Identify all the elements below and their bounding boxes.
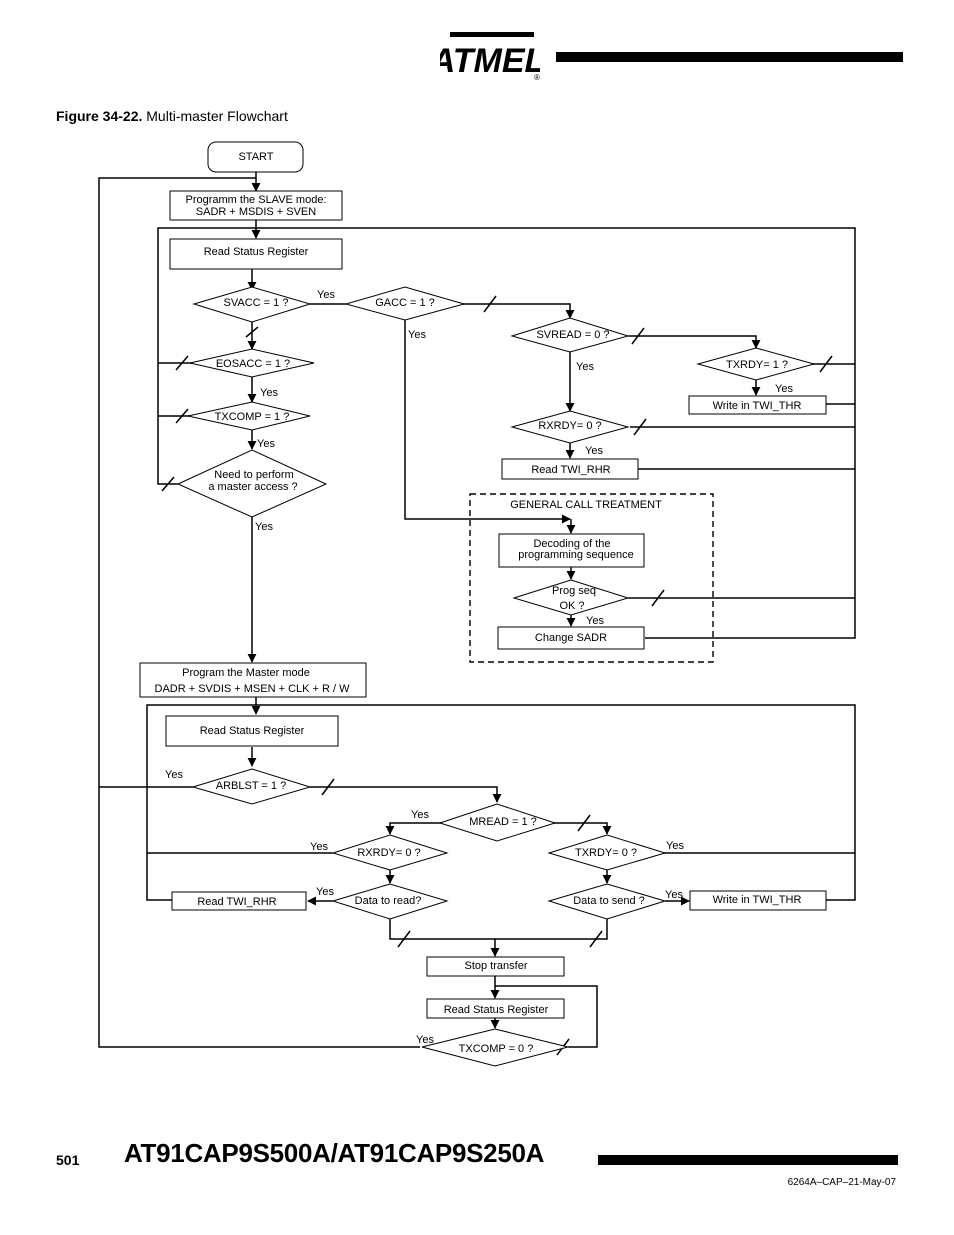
general-call-label: GENERAL CALL TREATMENT — [510, 499, 662, 511]
prog-seq-label-1: Prog seq — [552, 585, 596, 597]
rxrdy-master-label: RXRDY= 0 ? — [357, 847, 420, 859]
data-send-label: Data to send ? — [573, 895, 645, 907]
read-status-label-1: Read Status Register — [204, 246, 309, 258]
atmel-logo: ATMEL ® — [440, 32, 540, 82]
eosacc-decision — [189, 348, 315, 378]
yes-label-need-master: Yes — [255, 521, 273, 533]
data-read-label: Data to read? — [355, 895, 422, 907]
write-thr-label-2: Write in TWI_THR — [713, 894, 802, 906]
program-master-box — [139, 662, 367, 698]
yes-label-svacc: Yes — [317, 289, 335, 301]
read-status-box-1 — [169, 238, 343, 270]
footer-rule — [598, 1155, 898, 1165]
read-status-box-3 — [426, 998, 565, 1019]
read-rhr-box-1 — [501, 458, 639, 480]
yes-label-arblst: Yes — [165, 769, 183, 781]
svread-decision — [510, 317, 630, 353]
decoding-label-1: Decoding of the — [533, 538, 610, 550]
txcomp-label-2: TXCOMP = 0 ? — [459, 1043, 534, 1055]
program-master-label-1: Program the Master mode — [182, 667, 310, 679]
yes-label-eosacc: Yes — [260, 387, 278, 399]
txrdy-master-decision — [547, 834, 667, 871]
figure-caption: Figure 34-22. Multi-master Flowchart — [56, 108, 288, 124]
page-number: 501 — [56, 1152, 80, 1168]
read-status-label-3: Read Status Register — [444, 1004, 549, 1016]
txcomp-decision-1 — [187, 401, 311, 431]
gacc-label: GACC = 1 ? — [375, 297, 435, 309]
mread-decision — [438, 803, 557, 842]
start-terminator — [207, 141, 304, 173]
document-title: AT91CAP9S500A/AT91CAP9S250A — [124, 1138, 545, 1168]
svread-label: SVREAD = 0 ? — [536, 329, 609, 341]
svg-text:ATMEL: ATMEL — [440, 42, 540, 80]
read-rhr-label-1: Read TWI_RHR — [531, 464, 610, 476]
yes-label-prog-seq: Yes — [586, 615, 604, 627]
read-rhr-box-2 — [171, 891, 307, 911]
yes-label-txrdy-master: Yes — [666, 840, 684, 852]
decoding-box — [498, 533, 645, 568]
stop-transfer-box — [426, 956, 565, 977]
program-slave-label-2: SADR + MSDIS + SVEN — [196, 206, 316, 218]
txrdy-master-label: TXRDY= 0 ? — [575, 847, 637, 859]
yes-label-mread: Yes — [411, 809, 429, 821]
general-call-frame — [469, 493, 714, 663]
figure-title: Multi-master Flowchart — [146, 108, 288, 124]
yes-label-txcomp-2: Yes — [416, 1034, 434, 1046]
program-master-label-2: DADR + SVDIS + MSEN + CLK + R / W — [155, 683, 351, 695]
read-rhr-label-2: Read TWI_RHR — [197, 896, 276, 908]
need-master-label-1: Need to perform — [214, 469, 293, 481]
program-slave-label-1: Programm the SLAVE mode: — [185, 194, 326, 206]
data-send-decision — [547, 883, 667, 920]
txcomp-decision-2 — [421, 1028, 569, 1067]
data-read-decision — [331, 883, 449, 920]
read-status-box-2 — [165, 715, 339, 747]
arblst-decision — [191, 768, 312, 805]
read-status-label-2: Read Status Register — [200, 725, 305, 737]
yes-label-data-send: Yes — [665, 889, 683, 901]
svg-text:®: ® — [534, 73, 540, 82]
start-label: START — [238, 151, 273, 163]
decoding-label-2: programming sequence — [518, 549, 634, 561]
txrdy-slave-label: TXRDY= 1 ? — [726, 359, 788, 371]
prog-seq-label-2: OK ? — [559, 600, 584, 612]
arblst-label: ARBLST = 1 ? — [216, 780, 286, 792]
yes-label-rxrdy-master: Yes — [310, 841, 328, 853]
write-thr-box-1 — [688, 395, 827, 415]
change-sadr-box — [497, 626, 645, 650]
mread-label: MREAD = 1 ? — [469, 816, 537, 828]
yes-label-gacc: Yes — [408, 329, 426, 341]
rxrdy-slave-label: RXRDY= 0 ? — [538, 420, 601, 432]
txcomp-label-1: TXCOMP = 1 ? — [215, 411, 290, 423]
write-thr-label-1: Write in TWI_THR — [713, 400, 802, 412]
change-sadr-label: Change SADR — [535, 632, 607, 644]
program-slave-box — [169, 190, 343, 221]
rxrdy-master-decision — [331, 834, 449, 871]
yes-label-txcomp-1: Yes — [257, 438, 275, 450]
svacc-label: SVACC = 1 ? — [224, 297, 289, 309]
eosacc-label: EOSACC = 1 ? — [216, 358, 290, 370]
yes-label-txrdy-slave: Yes — [775, 383, 793, 395]
document-reference: 6264A–CAP–21-May-07 — [787, 1177, 896, 1188]
yes-label-data-read: Yes — [316, 886, 334, 898]
need-master-decision — [176, 449, 328, 518]
txrdy-slave-decision — [696, 347, 816, 381]
svacc-decision — [192, 286, 312, 323]
yes-label-rxrdy-slave: Yes — [585, 445, 603, 457]
rxrdy-slave-decision — [510, 410, 630, 444]
prog-seq-decision — [512, 579, 630, 616]
yes-label-svread: Yes — [576, 361, 594, 373]
header-rule — [556, 52, 903, 62]
gacc-decision — [344, 286, 466, 321]
stop-transfer-label: Stop transfer — [465, 960, 528, 972]
need-master-label-2: a master access ? — [208, 481, 297, 493]
write-thr-box-2 — [689, 890, 827, 911]
figure-number: Figure 34-22. — [56, 108, 143, 124]
